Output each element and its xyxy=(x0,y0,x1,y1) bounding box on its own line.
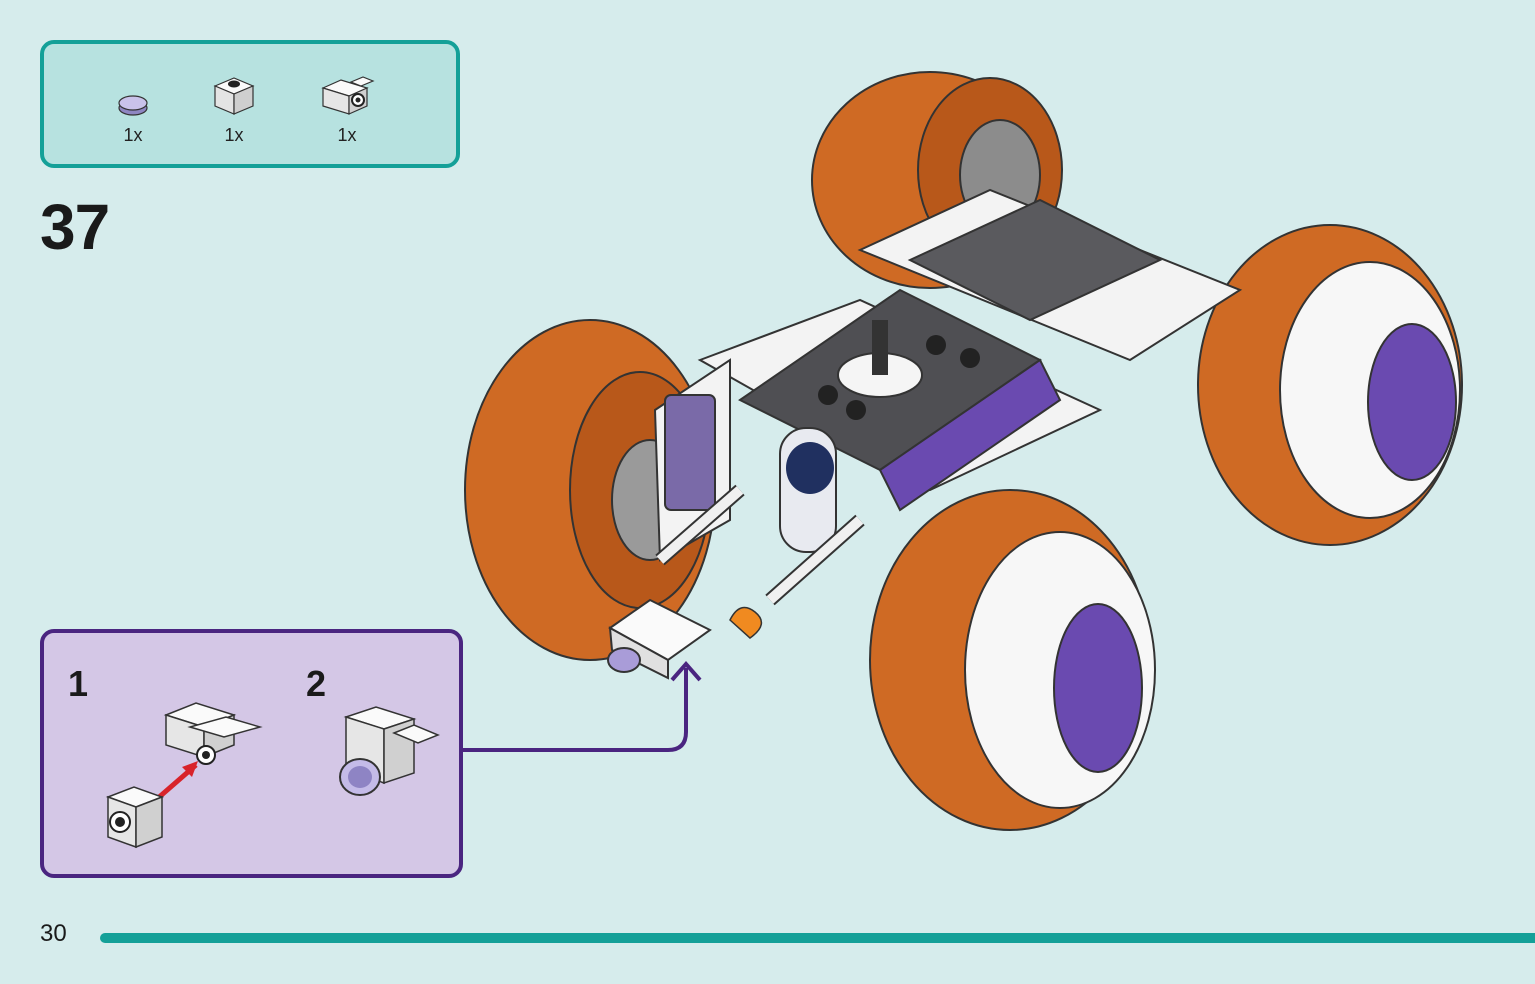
white-brick-icon xyxy=(213,77,255,115)
substep-1-illustration xyxy=(105,702,263,849)
part-white-brick: 1x xyxy=(189,72,279,146)
arrow-head-icon xyxy=(670,660,702,682)
part-qty: 1x xyxy=(123,125,143,145)
wheel-front-right xyxy=(869,489,1156,831)
robot-arms xyxy=(655,484,865,639)
callout-connector xyxy=(463,668,688,752)
part-white-camera: 1x xyxy=(302,70,392,146)
substep-number: 1 xyxy=(68,663,89,704)
parts-list-callout: 1x 1x 1x xyxy=(40,40,460,168)
attached-camera xyxy=(607,598,712,680)
page-progress-bar xyxy=(100,933,1535,943)
white-camera-icon xyxy=(321,76,375,115)
part-purple-tile: 1x xyxy=(88,92,178,146)
wheel-back-right xyxy=(1197,224,1463,546)
page-number: 30 xyxy=(40,920,67,947)
purple-round-tile-icon xyxy=(118,95,148,116)
step-number: 37 xyxy=(40,191,110,263)
part-qty: 1x xyxy=(224,125,244,145)
substep-2-illustration xyxy=(339,706,440,796)
substep-number: 2 xyxy=(306,663,327,704)
substep-callout: 1 2 xyxy=(40,629,463,878)
part-qty: 1x xyxy=(337,125,357,145)
chassis xyxy=(697,188,1243,553)
